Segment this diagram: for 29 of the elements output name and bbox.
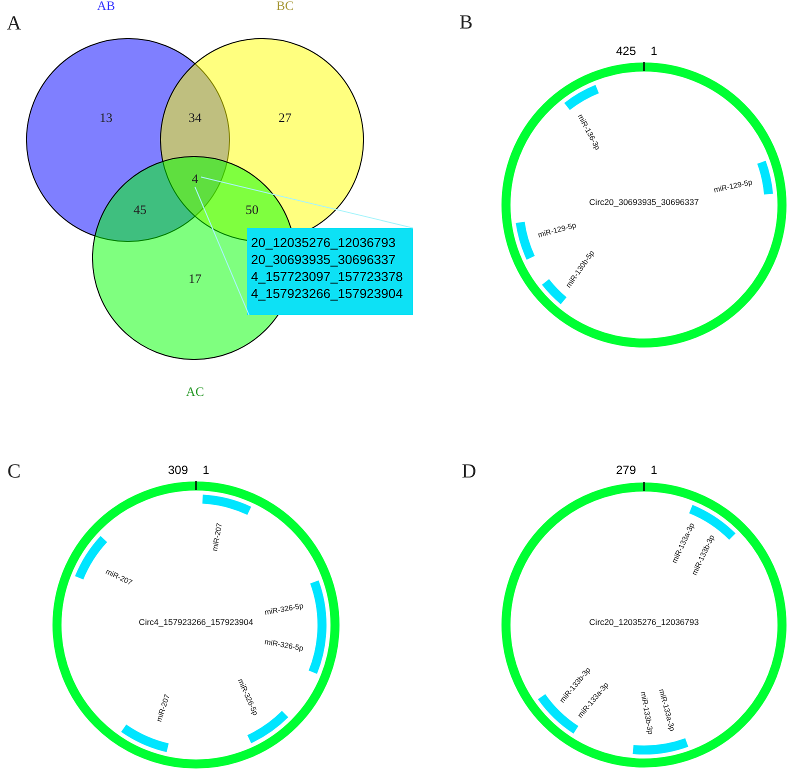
panel-letter: D (462, 460, 476, 484)
region-count: 13 (100, 110, 112, 126)
position-label: 1 (650, 463, 658, 477)
region-count: 50 (246, 202, 258, 218)
region-count: 27 (278, 110, 292, 126)
panel-letter: B (459, 12, 473, 34)
circrna-id: 20_30693935_30696337 (251, 251, 396, 268)
leader-line (194, 176, 414, 316)
position-label: 425 (616, 44, 636, 58)
panel-letter: C (7, 460, 21, 484)
callout-box (247, 228, 413, 315)
set-label: AC (186, 384, 204, 400)
region-count: 45 (134, 202, 146, 218)
circrna-name: Circ20_30693935_30696337 (589, 197, 699, 207)
set-label: AB (96, 0, 116, 14)
region-count: 17 (188, 271, 202, 287)
circrna-id: 4_157923266_157923904 (251, 285, 403, 302)
position-label: 309 (168, 463, 188, 477)
region-count: 4 (189, 171, 201, 187)
region-count: 34 (188, 110, 202, 126)
circrna-name: Circ20_12035276_12036793 (589, 617, 699, 627)
position-label: 1 (650, 44, 658, 58)
circrna-name: Circ4_157923266_157923904 (138, 617, 254, 627)
panel-letter: A (6, 12, 22, 36)
circrna-id: 20_12035276_12036793 (251, 234, 396, 251)
position-label: 1 (202, 463, 210, 477)
set-label: BC (276, 0, 294, 14)
circrna-id: 4_157723097_157723378 (251, 268, 403, 285)
position-label: 279 (616, 463, 636, 477)
